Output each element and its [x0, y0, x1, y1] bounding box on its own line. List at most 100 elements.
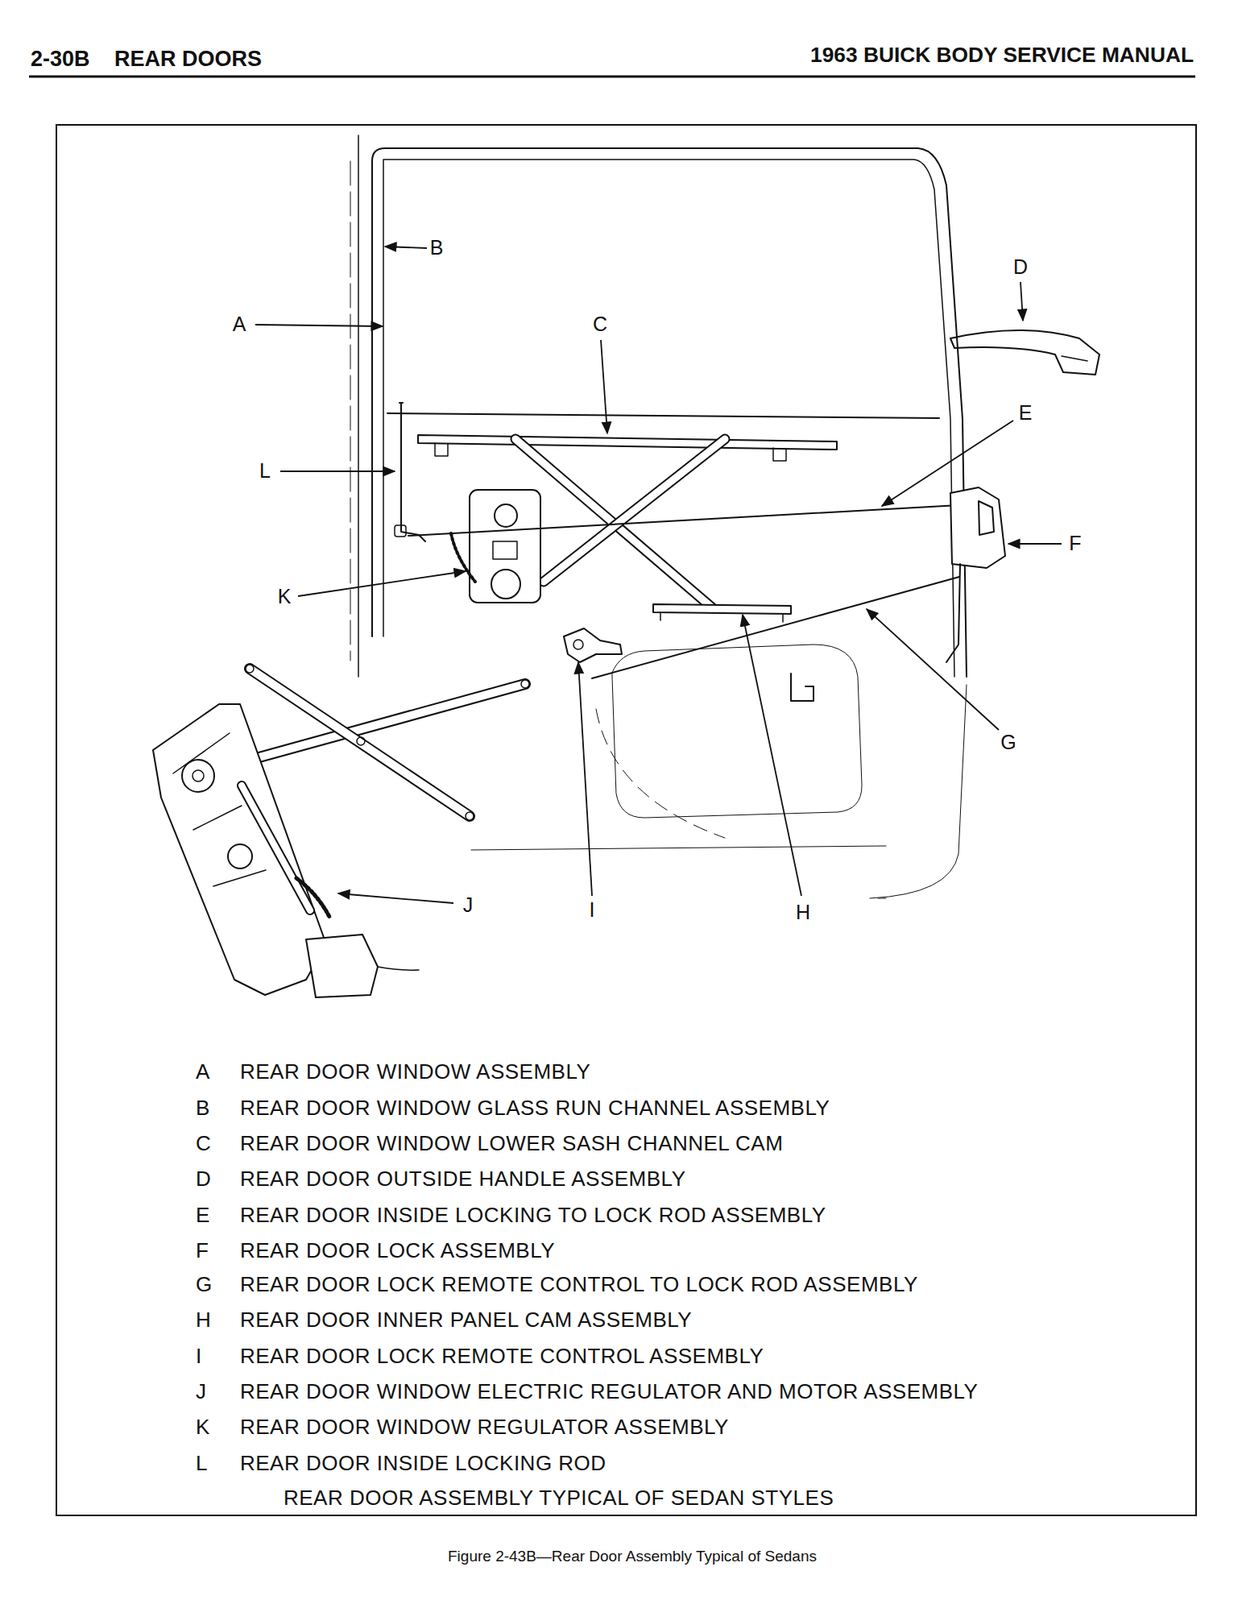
key-text: REAR DOOR WINDOW GLASS RUN CHANNEL ASSEM…	[240, 1096, 830, 1120]
key-letter: F	[195, 1238, 209, 1263]
illustration-part	[249, 668, 470, 816]
illustration-part	[742, 614, 802, 896]
regulator-gear	[491, 569, 521, 599]
clip	[790, 673, 814, 701]
callout-letter: I	[589, 898, 596, 922]
key-letter: G	[195, 1272, 213, 1296]
remote-pivot	[573, 639, 584, 650]
illustration-part	[866, 608, 999, 730]
illustration-part	[543, 438, 725, 582]
callout-letter: B	[430, 236, 444, 260]
handle-button	[1061, 356, 1088, 361]
callout-letter: C	[592, 313, 608, 336]
lock-lever	[946, 500, 994, 663]
illustration-part	[881, 420, 1014, 506]
inner-panel-cam	[653, 604, 791, 614]
cam-bracket	[660, 612, 783, 622]
illustration-part	[521, 679, 530, 688]
remote-rod	[592, 576, 960, 679]
illustration-part	[241, 785, 311, 911]
glass-run-channel	[383, 159, 955, 677]
door-edge	[357, 135, 360, 677]
remote-control	[563, 628, 622, 663]
key-letter: E	[195, 1203, 211, 1227]
illustration-part	[1020, 281, 1023, 321]
sash-bracket	[434, 442, 787, 461]
key-text: REAR DOOR LOCK ASSEMBLY	[240, 1238, 555, 1263]
door-bottom	[869, 684, 967, 899]
manual-title: 1963 BUICK BODY SERVICE MANUAL	[810, 43, 1194, 67]
outside-handle	[950, 330, 1100, 375]
leader-lines	[255, 246, 1062, 903]
illustration-part	[356, 736, 365, 746]
illustration-part	[1008, 542, 1062, 545]
door-bottom	[471, 845, 886, 850]
door-edge	[350, 161, 352, 661]
illustration-part	[385, 246, 427, 249]
rod-clip	[394, 525, 406, 537]
illustration-part	[298, 571, 466, 597]
locking-rod	[399, 402, 426, 542]
key-letter: H	[195, 1308, 212, 1332]
figure-frame	[56, 124, 1197, 1516]
regulator-gear	[227, 844, 253, 869]
key-text: REAR DOOR LOCK REMOTE CONTROL TO LOCK RO…	[240, 1272, 919, 1296]
door-drawing	[153, 135, 1100, 998]
key-letter: I	[195, 1344, 203, 1368]
lock-rod	[408, 505, 960, 536]
sash-channel	[418, 434, 837, 450]
figure-caption: Figure 2-43B—Rear Door Assembly Typical …	[447, 1548, 817, 1565]
key-text: REAR DOOR WINDOW REGULATOR ASSEMBLY	[240, 1415, 729, 1439]
illustration-part	[249, 668, 470, 816]
regulator-gear	[182, 759, 215, 792]
illustration-part	[877, 898, 886, 899]
key-text: REAR DOOR INSIDE LOCKING TO LOCK ROD ASS…	[240, 1203, 827, 1227]
page-number: 2-30B	[30, 47, 91, 72]
illustration-part	[241, 785, 311, 911]
key-text: REAR DOOR WINDOW ELECTRIC REGULATOR AND …	[240, 1379, 978, 1404]
callout-letter: L	[259, 459, 271, 483]
key-text: REAR DOOR INSIDE LOCKING ROD	[240, 1451, 607, 1475]
key-letter: K	[195, 1415, 211, 1439]
callout-letter: A	[232, 313, 247, 336]
illustration-part	[338, 893, 454, 903]
glass-run-channel	[372, 148, 967, 677]
illustration-part	[578, 662, 593, 896]
illustration-part	[245, 664, 254, 673]
panel-contour	[596, 708, 725, 838]
callout-letter: K	[277, 585, 292, 609]
electric-regulator-body	[153, 703, 327, 995]
illustration-part	[192, 770, 204, 782]
regulator-plate	[492, 541, 518, 559]
illustration-part	[465, 811, 474, 820]
section-title: REAR DOORS	[114, 47, 262, 72]
key-letter: B	[195, 1096, 211, 1120]
figure-subtitle: REAR DOOR ASSEMBLY TYPICAL OF SEDAN STYL…	[283, 1486, 834, 1510]
callout-letter: J	[463, 894, 474, 917]
callout-letter: D	[1013, 256, 1028, 279]
callout-letter: H	[795, 901, 811, 924]
regulator-body	[469, 489, 541, 603]
key-letter: L	[195, 1451, 208, 1475]
key-letter: C	[195, 1131, 212, 1156]
illustration-part	[280, 470, 395, 472]
key-text: REAR DOOR WINDOW LOWER SASH CHANNEL CAM	[240, 1131, 783, 1156]
callout-letter: F	[1068, 532, 1081, 555]
motor	[306, 934, 378, 998]
window-glass	[387, 413, 940, 419]
door-lock	[950, 487, 1006, 568]
illustration-part	[543, 438, 725, 582]
key-letter: A	[195, 1059, 211, 1084]
callout-letter: G	[1000, 731, 1016, 754]
callout-letter: E	[1018, 401, 1033, 425]
illustration-part	[600, 339, 608, 434]
key-text: REAR DOOR OUTSIDE HANDLE ASSEMBLY	[240, 1167, 686, 1191]
panel-opening	[612, 644, 862, 818]
motor-wire	[377, 966, 419, 970]
key-text: REAR DOOR LOCK REMOTE CONTROL ASSEMBLY	[240, 1344, 764, 1368]
sector-teeth	[451, 533, 476, 582]
key-text: REAR DOOR WINDOW ASSEMBLY	[240, 1059, 591, 1084]
key-letter: D	[195, 1167, 212, 1191]
key-text: REAR DOOR INNER PANEL CAM ASSEMBLY	[240, 1308, 692, 1332]
sector-teeth	[296, 877, 331, 919]
